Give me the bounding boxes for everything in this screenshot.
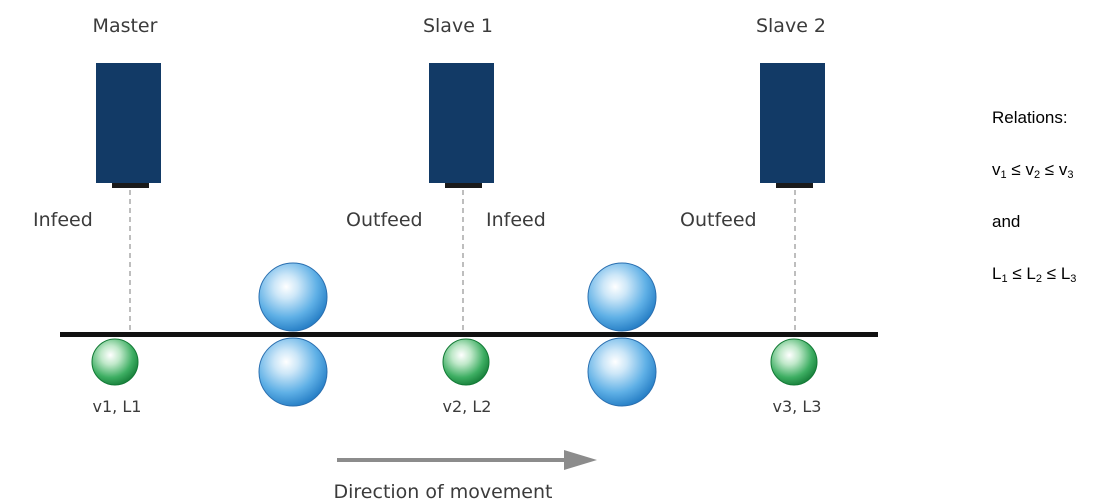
speed-relation: v1 ≤ v2 ≤ v3 (992, 160, 1074, 181)
roller-bottom-1 (258, 337, 328, 407)
sensor-2: v2, L2 (442, 338, 492, 416)
slave1-outfeed-label: Outfeed (346, 209, 423, 231)
roller-pair-1 (258, 262, 328, 407)
sensor-3: v3, L3 (770, 338, 822, 416)
relations-panel: Relations: v1 ≤ v2 ≤ v3 and L1 ≤ L2 ≤ L3 (992, 105, 1110, 287)
arrow-head (564, 450, 597, 470)
web-handling-diagram: Master Infeed Slave 1 Outfeed Infeed Sla… (33, 15, 878, 503)
slave2-motor-cap (776, 183, 813, 188)
master-motor-cap (112, 183, 149, 188)
slave1-title: Slave 1 (423, 15, 493, 37)
roller-top-1 (258, 262, 328, 332)
roller-pair-2 (587, 262, 657, 407)
master-drive: Master Infeed (33, 15, 161, 336)
relations-connector: and (992, 212, 1021, 231)
sensor-1: v1, L1 (91, 338, 142, 416)
relations-title: Relations: (992, 108, 1068, 127)
slave1-motor-cap (445, 183, 482, 188)
master-motor-body (96, 63, 161, 183)
slave1-drive: Slave 1 Outfeed Infeed (346, 15, 546, 336)
sensor-label-2: v2, L2 (443, 397, 492, 416)
master-infeed-label: Infeed (33, 209, 93, 231)
slave2-drive: Slave 2 Outfeed (680, 15, 826, 336)
sensor-wheel-3 (770, 338, 818, 386)
slave2-title: Slave 2 (756, 15, 826, 37)
direction-arrow (337, 450, 597, 470)
direction-label: Direction of movement (334, 481, 553, 503)
sensor-wheel-2 (442, 338, 490, 386)
sensor-label-1: v1, L1 (93, 397, 142, 416)
sensor-label-3: v3, L3 (773, 397, 822, 416)
length-relation: L1 ≤ L2 ≤ L3 (992, 264, 1077, 285)
roller-top-2 (587, 262, 657, 332)
slave2-outfeed-label: Outfeed (680, 209, 757, 231)
diagram-area: Master Infeed Slave 1 Outfeed Infeed Sla… (33, 15, 878, 503)
slave1-motor-body (429, 63, 494, 183)
master-title: Master (93, 15, 158, 37)
slave1-infeed-label: Infeed (486, 209, 546, 231)
sensor-wheel-1 (91, 338, 139, 386)
roller-bottom-2 (587, 337, 657, 407)
slave2-motor-body (760, 63, 825, 183)
